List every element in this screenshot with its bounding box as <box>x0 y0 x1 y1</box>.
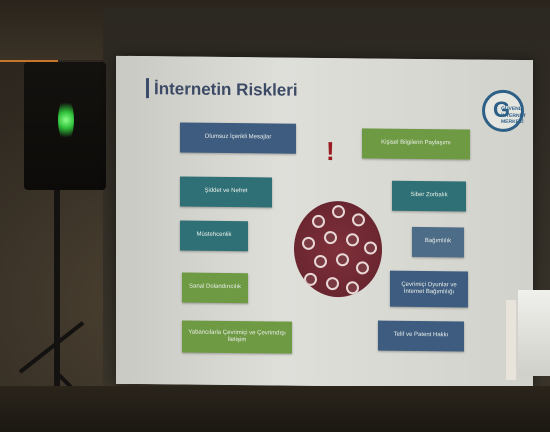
risk-box: Olumsuz İçerikli Mesajlar <box>180 122 296 154</box>
node-icon <box>346 281 359 295</box>
risk-box: Yabancılarla Çevrimiçi ve Çevrimdışı İle… <box>182 320 292 354</box>
node-icon <box>326 277 339 291</box>
floor <box>0 386 550 432</box>
node-icon <box>364 241 377 255</box>
speaker-led-icon <box>58 98 74 142</box>
node-icon <box>312 214 325 229</box>
slide-title: İnternetin Riskleri <box>154 79 298 100</box>
logo-text: İNTERNET MERKEZİ <box>501 112 526 126</box>
title-accent <box>146 78 149 99</box>
risk-box: Müstehcenlik <box>180 220 248 252</box>
node-icon <box>314 254 327 269</box>
node-icon <box>302 236 315 250</box>
risk-box: Kişisel Bilgilerin Paylaşımı <box>362 128 470 160</box>
exclamation-icon: ! <box>326 136 335 167</box>
wall-trim <box>0 60 58 62</box>
risk-box: Çevrimiçi Oyunlar ve İnternet Bağımlılığ… <box>390 270 468 308</box>
risk-box: Siber Zorbalık <box>392 180 466 212</box>
risk-box: Bağımlılık <box>412 226 464 258</box>
chair-edge <box>506 300 516 380</box>
node-icon <box>304 272 317 286</box>
node-icon <box>356 261 369 275</box>
slide: İnternetin Riskleri G GÜVENLİ İNTERNET M… <box>116 55 533 389</box>
risk-box: Şiddet ve Nefret <box>180 176 272 208</box>
speaker-stand <box>54 190 60 432</box>
risk-box: Sanal Dolandırıcılık <box>182 272 248 304</box>
node-icon <box>332 205 345 219</box>
light-panel <box>518 290 550 376</box>
projection-screen: İnternetin Riskleri G GÜVENLİ İNTERNET M… <box>116 55 533 389</box>
logo-text: GÜVENLİ <box>501 105 524 113</box>
network-globe-icon <box>294 200 382 298</box>
node-icon <box>346 233 359 247</box>
node-icon <box>324 230 337 245</box>
node-icon <box>352 213 365 227</box>
node-icon <box>336 253 349 267</box>
risk-box: Telif ve Patent Hakkı <box>378 320 464 352</box>
logo: G GÜVENLİ İNTERNET MERKEZİ <box>482 89 526 133</box>
